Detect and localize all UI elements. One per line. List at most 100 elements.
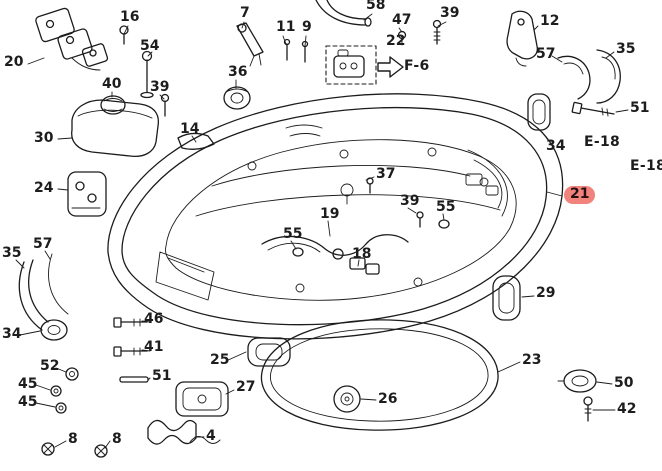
part-label: 27 [236,379,256,395]
part-label: 23 [522,352,542,368]
leader-line [35,384,51,391]
leader-line [596,381,613,385]
leader-line [442,213,445,221]
part-label: 40 [102,76,122,92]
leader-line [365,176,375,181]
part-label: 4 [206,428,216,444]
fasteners-drawing [41,317,221,458]
part-label: 26 [378,391,398,407]
leader-line [147,51,153,57]
part-label: 35 [2,245,22,261]
f6-detail-box [325,45,377,85]
leader-line [104,440,111,449]
leader-line [615,109,629,113]
leader-line [437,21,447,27]
leader-line [27,57,45,65]
leader-line [282,35,287,45]
bracket-assembly-drawing [35,7,170,117]
part-label: 50 [614,375,634,391]
leader-line [141,349,151,352]
part-label: 47 [392,12,412,28]
leader-line [541,131,549,141]
part-label: 46 [144,311,164,327]
wire-harness-drawing [261,177,450,275]
leader-line [497,361,521,373]
leader-line [147,377,151,381]
leader-line [304,35,307,47]
leader-line [360,398,377,401]
part-label: 57 [33,236,53,252]
leader-line [57,188,69,191]
leader-line [191,135,197,143]
section-ref-label: E-18 [584,134,621,150]
f6-arrow-icon [377,56,404,78]
seal-and-grommets-drawing [175,319,499,431]
part-label: 55 [436,199,456,215]
part-label: 39 [440,5,460,21]
section-ref-label: F-6 [404,58,430,74]
leader-lines-layer [15,13,629,449]
part-label: 45 [18,394,38,410]
part-label: 55 [283,226,303,242]
leader-line [57,137,73,140]
part-label-highlighted: 21 [564,186,596,205]
part-label: 45 [18,376,38,392]
part-label: 42 [617,401,637,417]
part-label: 22 [386,33,406,49]
right-bracket-hoses-drawing [506,10,621,131]
leader-line [327,220,331,237]
leader-line [398,27,403,33]
part-label: 8 [68,431,78,447]
part-label: 12 [540,13,560,29]
leader-line [159,94,165,100]
leader-line [407,207,417,214]
leader-line [357,259,360,267]
part-label: 51 [630,100,650,116]
leader-line [241,21,245,29]
part-label: 36 [228,64,248,80]
linkage-and-grommets-drawing [223,0,442,110]
part-label: 39 [150,79,170,95]
section-ref-label: E-18 [630,158,662,174]
part-label: 14 [180,121,200,137]
leader-line [363,13,373,21]
part-label: 9 [302,19,312,35]
part-label: 19 [320,206,340,222]
part-label: 34 [2,326,22,342]
part-label: 57 [536,46,556,62]
part-label: 8 [112,431,122,447]
left-covers-hoses-drawing [18,99,215,341]
leader-line [44,250,51,260]
part-label: 41 [144,339,164,355]
right-grommets-drawing [492,275,597,422]
leader-line [290,240,297,250]
part-label: 7 [240,5,250,21]
leader-line [141,320,151,323]
part-label: 35 [616,41,636,57]
part-label: 16 [120,9,140,25]
leader-line [533,25,539,31]
part-label: 54 [140,38,160,54]
leader-line [225,389,235,395]
leader-line [123,25,129,35]
leader-line [55,367,67,373]
part-label: 52 [40,358,60,374]
part-label: 37 [376,166,396,182]
part-label: 39 [400,193,420,209]
leader-line [15,259,25,269]
part-label: 34 [546,138,566,154]
leader-line [546,191,563,197]
leader-line [551,55,563,63]
part-label: 29 [536,285,556,301]
part-label: 18 [352,246,372,262]
part-label: 51 [152,368,172,384]
part-label: 24 [34,180,54,196]
leader-line [225,351,247,362]
leader-line [605,51,615,59]
part-label: 11 [276,19,296,35]
part-label: 20 [4,54,24,70]
leader-line [35,402,56,408]
part-label: 25 [210,352,230,368]
